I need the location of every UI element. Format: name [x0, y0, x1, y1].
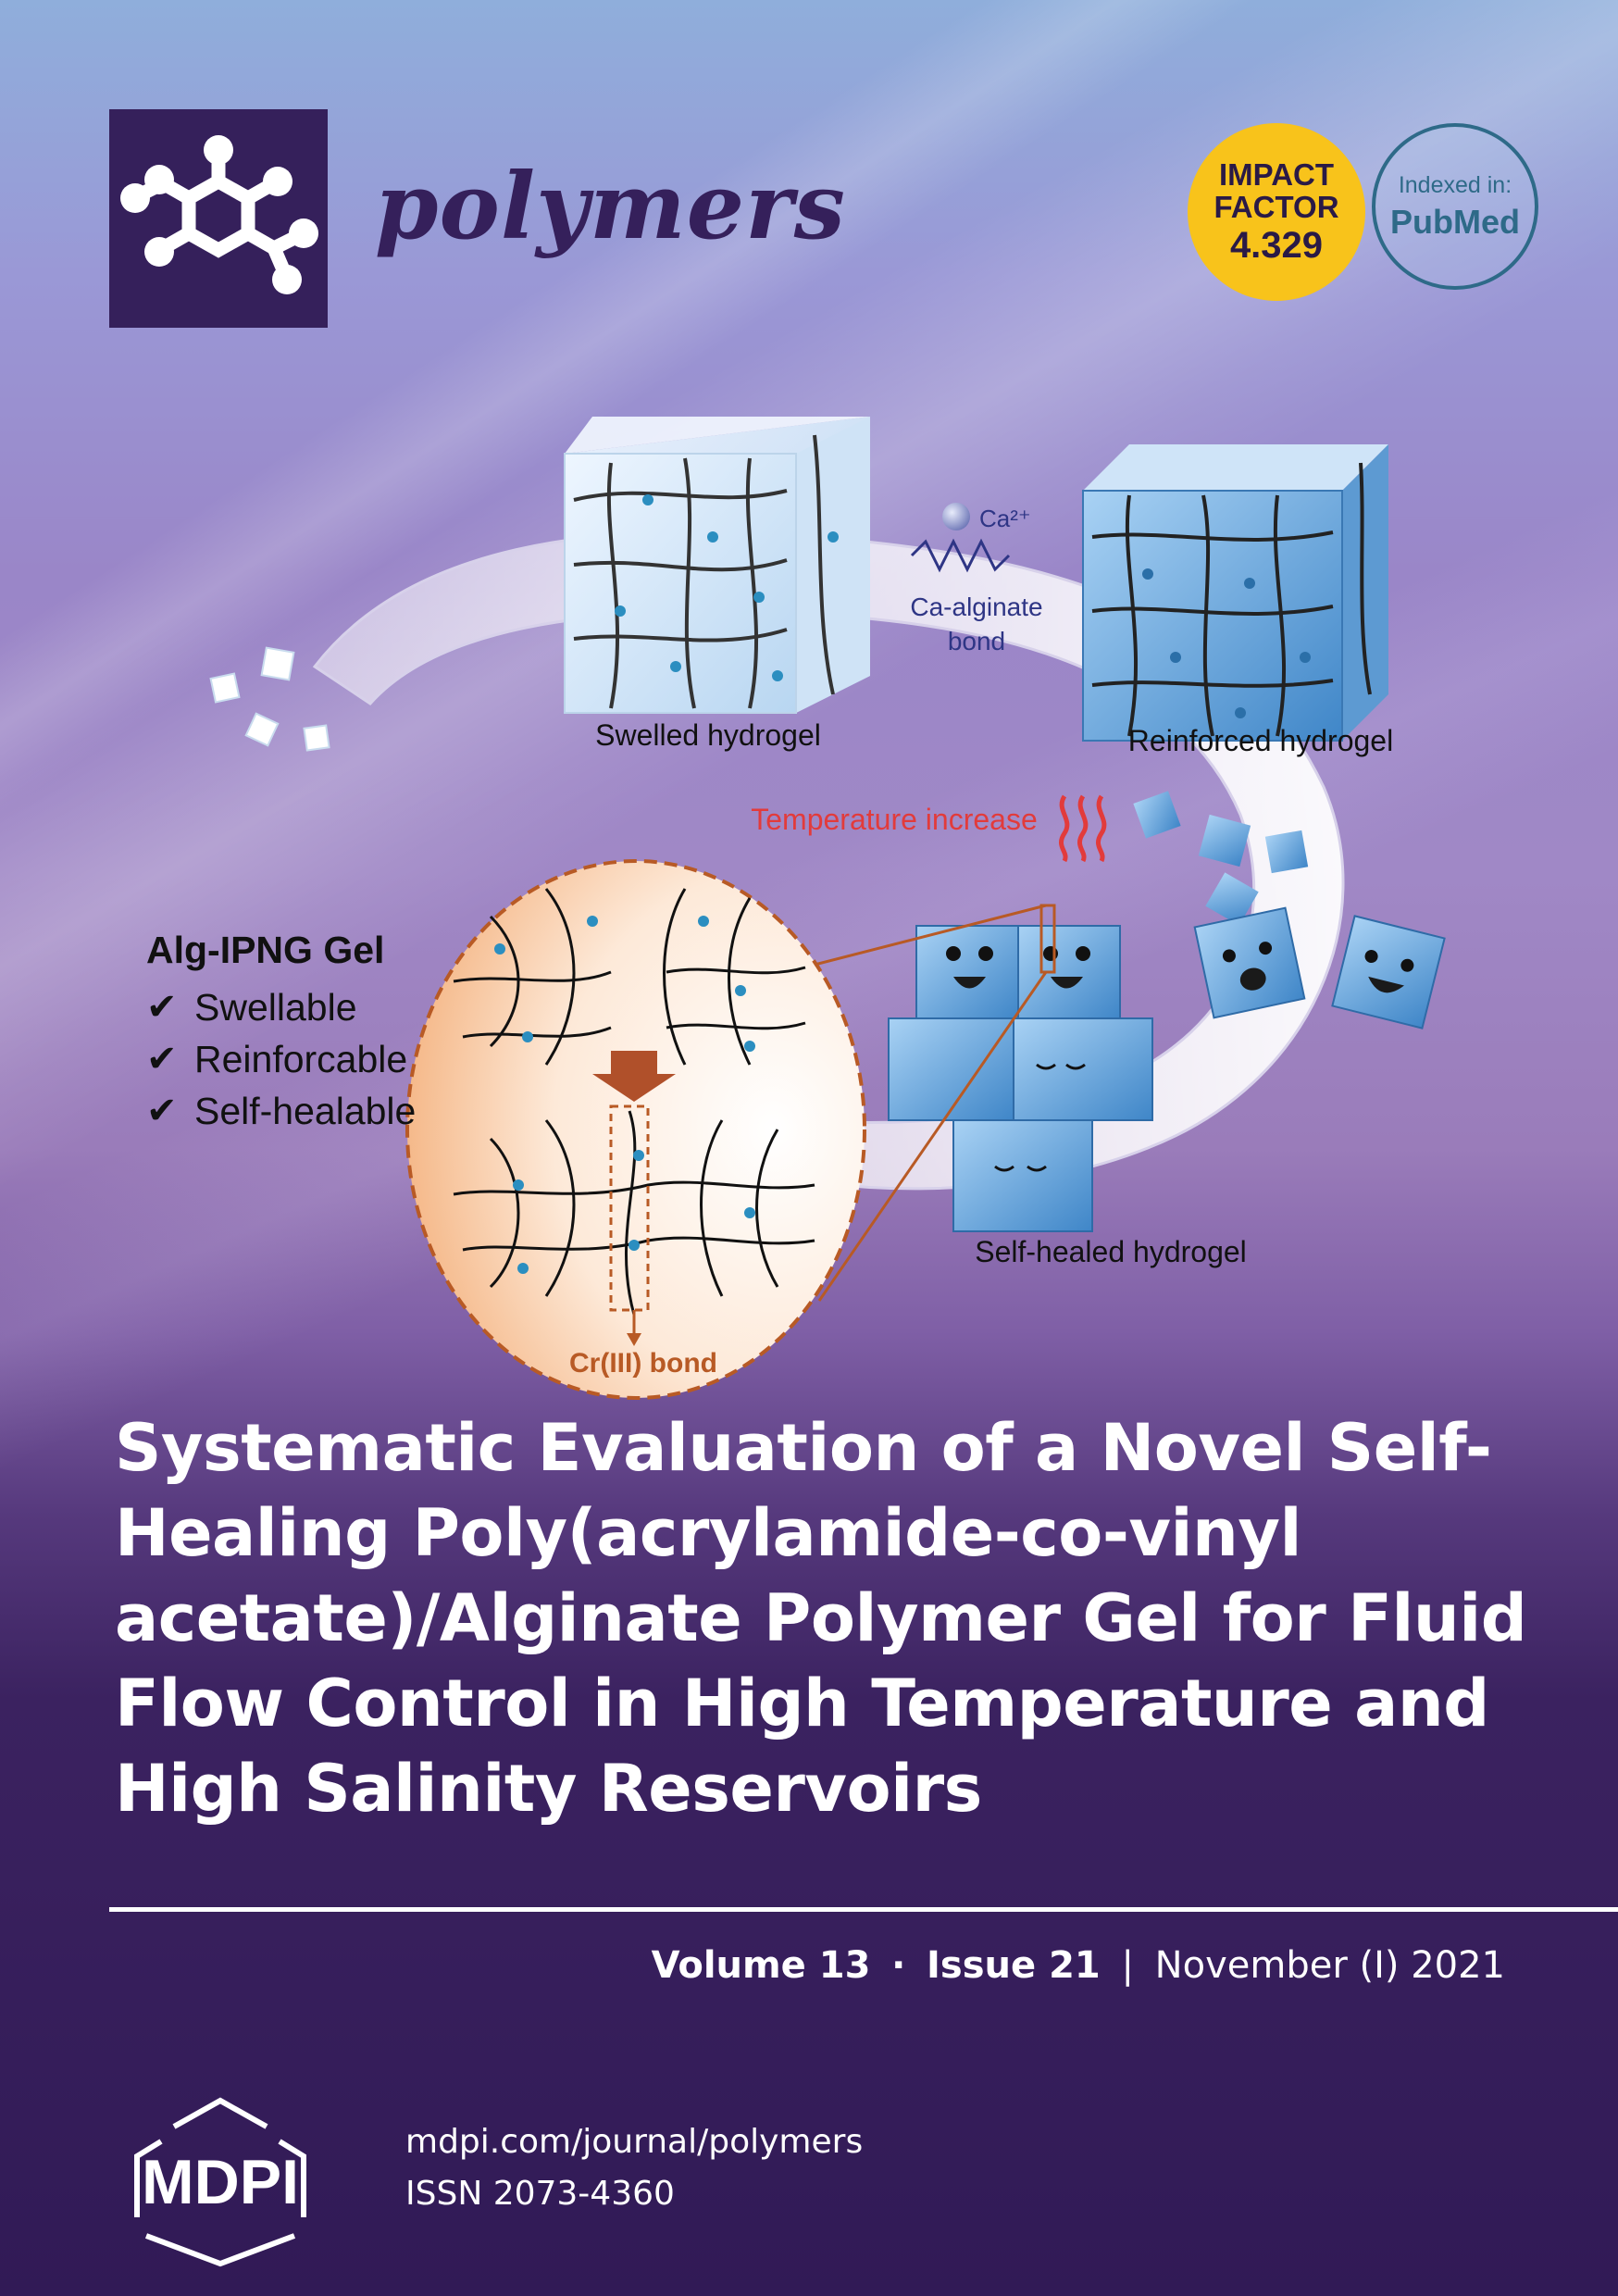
journal-name: polymers	[375, 154, 846, 260]
impact-factor-line1: IMPACT	[1218, 157, 1335, 193]
cr-bond-label: Cr(III) bond	[569, 1348, 717, 1379]
ca-alginate-bond-label-2: bond	[948, 627, 1005, 655]
ca-alginate-bond-icon	[910, 538, 1011, 573]
issue-separator-dot: ·	[891, 1944, 906, 1987]
ca-alginate-bond-label: Ca-alginate	[910, 593, 1042, 621]
cover-illustration: Swelled hydrogel Ca²⁺ Ca-alginate bond	[209, 398, 1481, 1400]
publisher-info: mdpi.com/journal/polymers ISSN 2073-4360	[405, 2116, 863, 2220]
mdpi-hexagon-icon: MDPI	[134, 2097, 306, 2267]
hydrogel-cycle-diagram: Swelled hydrogel Ca²⁺ Ca-alginate bond	[209, 417, 1446, 1400]
indexed-label: Indexed in:	[1398, 171, 1512, 198]
cube-fragments	[209, 646, 330, 752]
issn: ISSN 2073-4360	[405, 2175, 675, 2213]
feature-item-label: Self-healable	[194, 1090, 417, 1132]
issue-info: Volume 13 · Issue 21 | November (I) 2021	[652, 1944, 1505, 1987]
reinforced-hydrogel-cube	[1082, 444, 1388, 742]
feature-item: ✔ Swellable	[146, 981, 416, 1033]
self-healed-hydrogel-label: Self-healed hydrogel	[975, 1235, 1247, 1268]
feature-list-title: Alg-IPNG Gel	[146, 929, 385, 971]
pubmed-badge: Indexed in: PubMed	[1372, 123, 1538, 290]
calcium-ion-icon	[942, 503, 970, 530]
reinforced-hydrogel-label: Reinforced hydrogel	[1128, 724, 1393, 757]
cr-bond-zoom-oval	[405, 859, 1056, 1400]
journal-url: mdpi.com/journal/polymers	[405, 2123, 864, 2161]
checkmark-icon: ✔	[146, 1039, 178, 1079]
divider-rule	[109, 1907, 1618, 1912]
calcium-ion-label: Ca²⁺	[979, 505, 1031, 532]
temperature-increase-label: Temperature increase	[751, 803, 1037, 836]
heat-icon	[1059, 794, 1107, 863]
checkmark-icon: ✔	[146, 987, 178, 1028]
mdpi-logo: MDPI	[109, 2088, 331, 2273]
swelled-hydrogel-cube	[564, 417, 870, 714]
self-healed-hydrogel-cubes	[888, 925, 1153, 1232]
feature-list: Alg-IPNG Gel ✔ Swellable ✔ Reinforcable …	[146, 929, 416, 1137]
pubmed-label: PubMed	[1390, 202, 1520, 241]
journal-logo	[109, 109, 328, 328]
feature-item: ✔ Reinforcable	[146, 1033, 416, 1085]
issue-number: Issue 21	[927, 1944, 1101, 1987]
impact-factor-badge: IMPACT FACTOR 4.329	[1188, 123, 1365, 301]
volume-label: Volume 13	[651, 1944, 871, 1987]
swelled-hydrogel-label: Swelled hydrogel	[595, 718, 821, 752]
impact-factor-value: 4.329	[1229, 224, 1324, 266]
impact-factor-line2: FACTOR	[1214, 190, 1339, 224]
issue-date: November (I) 2021	[1154, 1944, 1505, 1987]
feature-item: ✔ Self-healable	[146, 1085, 416, 1137]
article-title: Systematic Evaluation of a Novel Self-He…	[115, 1410, 1527, 1827]
feature-item-label: Reinforcable	[194, 1038, 408, 1080]
broken-cubes	[1133, 791, 1446, 1029]
molecule-icon	[120, 135, 318, 294]
down-arrow-icon	[592, 1051, 676, 1102]
feature-item-label: Swellable	[194, 986, 357, 1029]
mdpi-logo-text: MDPI	[142, 2147, 299, 2217]
checkmark-icon: ✔	[146, 1091, 178, 1131]
issue-divider: |	[1121, 1944, 1134, 1987]
